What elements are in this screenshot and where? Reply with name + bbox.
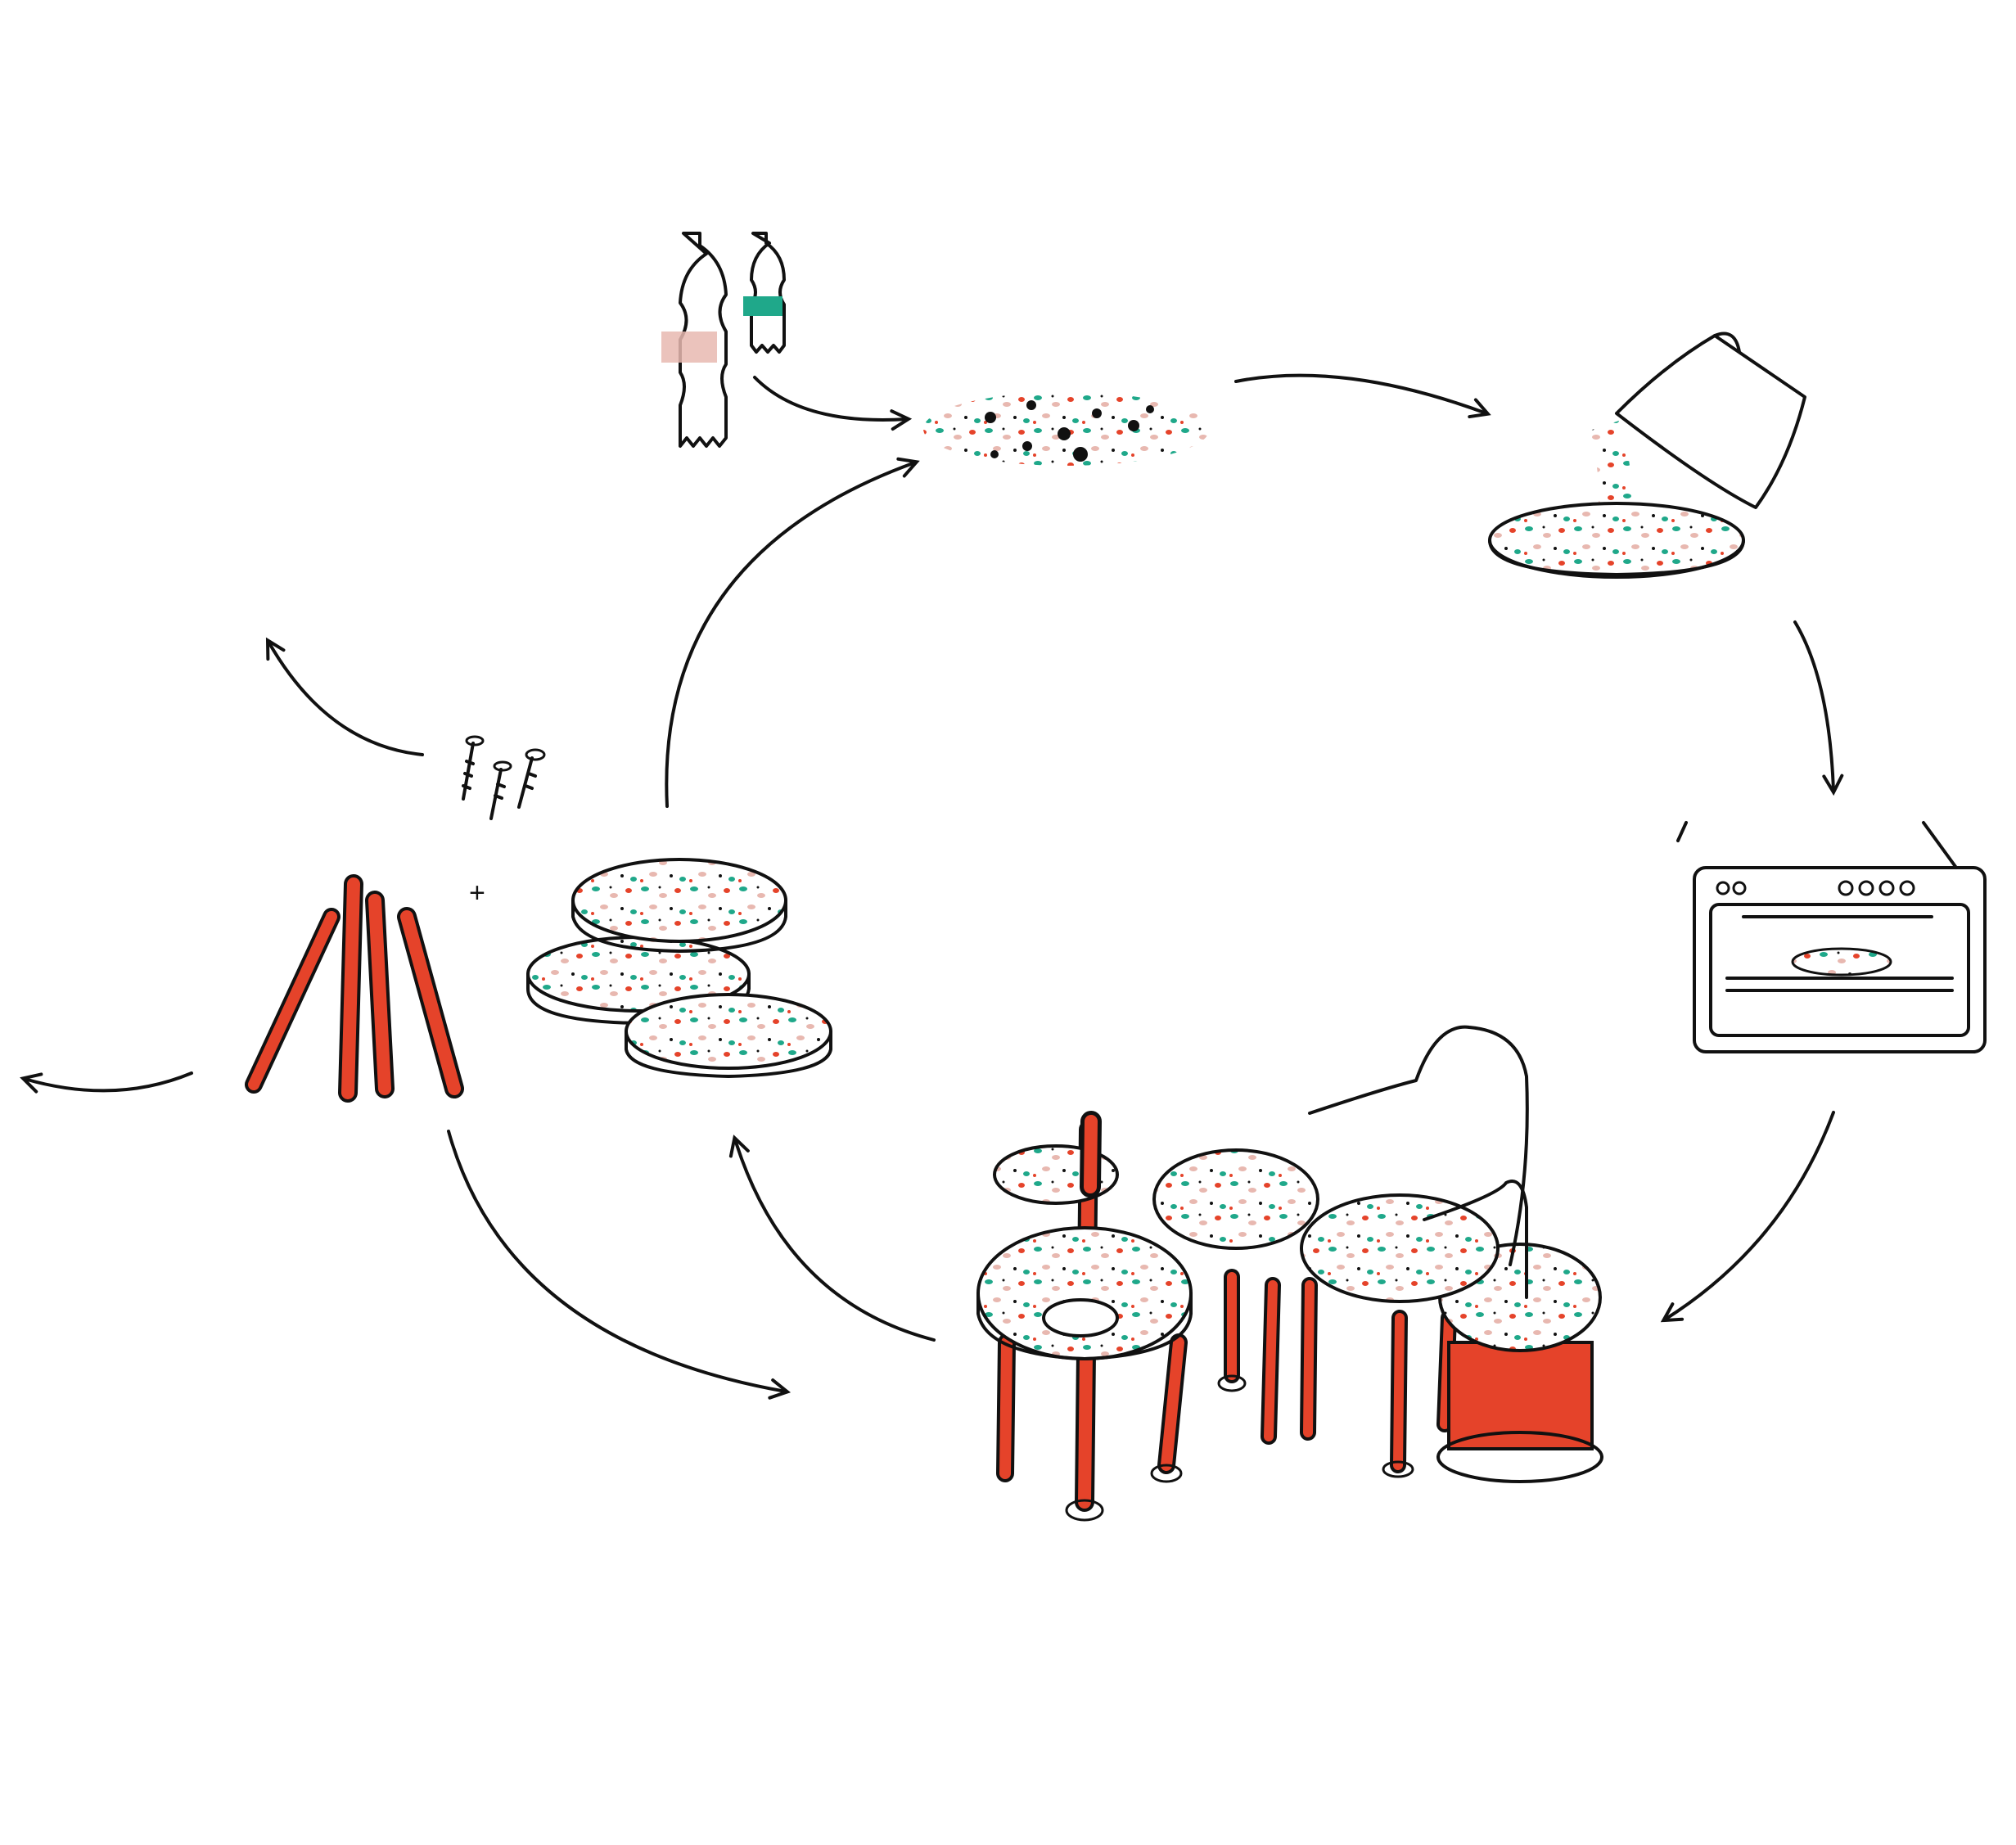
recycled-discs-illustration — [526, 858, 832, 1078]
arrow-mold-to-oven — [1793, 620, 1844, 796]
plastic-flakes-illustration — [923, 392, 1210, 466]
furniture-illustration — [976, 1025, 1603, 1522]
plus-sign: + — [469, 877, 485, 909]
cycle-arrows — [20, 373, 1844, 1400]
arrow-screws-out — [265, 637, 424, 756]
oven-illustration — [1676, 821, 1987, 1053]
arrow-bottles-to-flakes — [753, 376, 913, 431]
wooden-sticks-illustration — [245, 874, 464, 1103]
arrow-sticks-out — [20, 1071, 193, 1094]
arrow-discs-to-flakes — [665, 457, 920, 808]
arrow-sticks-to-furniture — [447, 1130, 792, 1400]
arrow-furniture-to-discs — [728, 1135, 936, 1342]
plastic-bottles-illustration — [661, 232, 786, 448]
arrow-oven-to-furniture — [1660, 1111, 1835, 1323]
screws-illustration — [462, 735, 546, 820]
pouring-pot-and-mold-illustration — [1488, 332, 1806, 579]
arrow-flakes-to-mold — [1234, 373, 1491, 419]
